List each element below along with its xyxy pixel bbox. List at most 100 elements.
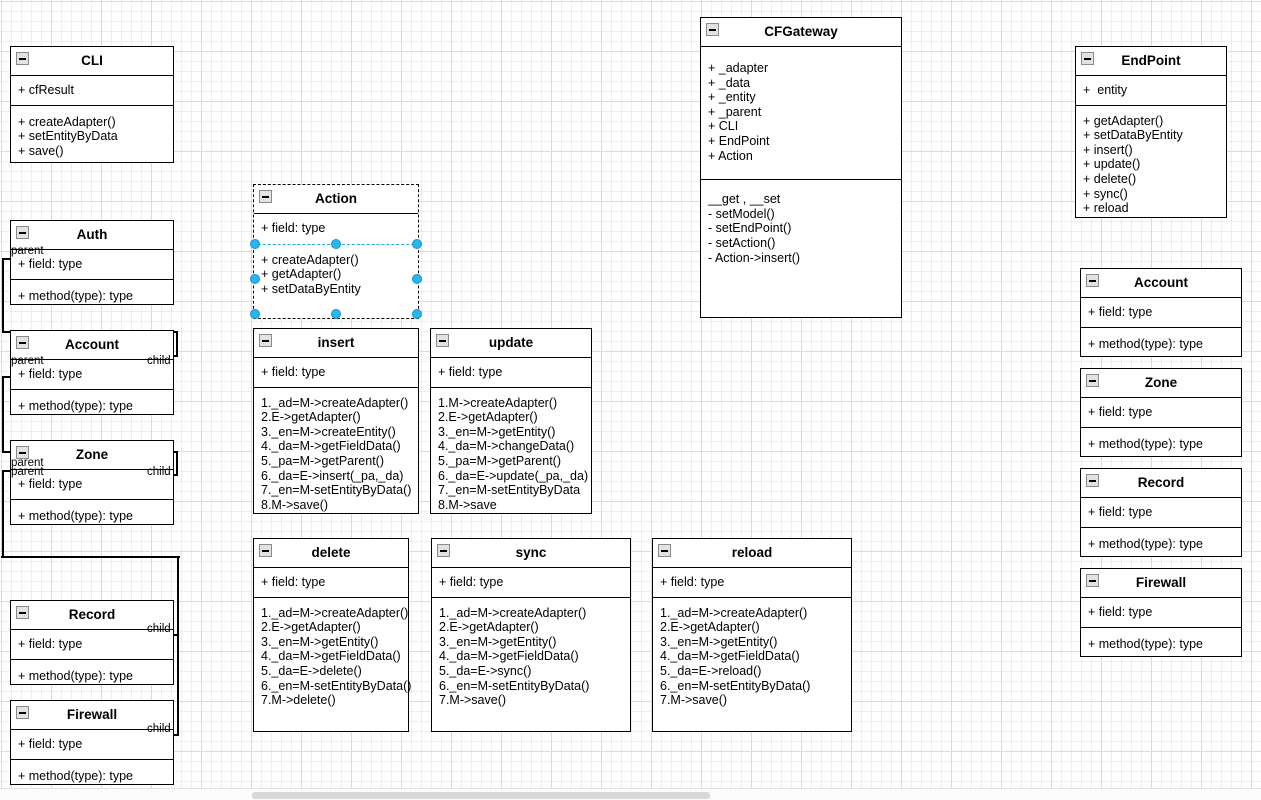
collapse-minus-icon[interactable]	[16, 336, 29, 349]
collapse-minus-icon[interactable]	[1086, 574, 1099, 587]
class-box-record-left[interactable]: Record + field: type + method(type): typ…	[10, 600, 174, 685]
class-box-firewall-right[interactable]: Firewall + field: type + method(type): t…	[1080, 568, 1242, 657]
operation-row: 4._da=M->changeData()	[438, 439, 575, 454]
operation-row: + sync()	[1083, 186, 1128, 201]
operation-row: 1.M->createAdapter()	[438, 395, 558, 410]
collapse-minus-icon[interactable]	[259, 334, 272, 347]
operation-row: + method(type): type	[18, 668, 133, 683]
class-box-account-left[interactable]: Account + field: type + method(type): ty…	[10, 330, 174, 415]
class-attributes-delete: + field: type	[254, 568, 408, 598]
class-attributes-auth: + field: type	[11, 250, 173, 280]
class-operations-record-right: + method(type): type	[1081, 528, 1241, 559]
operation-row: 4._da=M->getFieldData()	[660, 649, 800, 664]
class-box-insert[interactable]: insert + field: type 1._ad=M->createAdap…	[253, 328, 419, 514]
class-title: Zone	[75, 447, 109, 462]
class-box-delete[interactable]: delete + field: type 1._ad=M->createAdap…	[253, 538, 411, 732]
class-box-zone-right[interactable]: Zone + field: type + method(type): type	[1080, 368, 1242, 457]
operation-row: - setModel()	[708, 206, 775, 221]
selection-handle-bottom-left[interactable]	[250, 309, 260, 319]
operation-row: 6._da=E->insert(_pa,_da)	[261, 468, 404, 483]
collapse-minus-icon[interactable]	[16, 226, 29, 239]
collapse-minus-icon[interactable]	[706, 23, 719, 36]
operation-row: + getAdapter()	[261, 267, 342, 282]
operation-row: 1._ad=M->createAdapter()	[261, 395, 409, 410]
operation-row: 7._en=M-setEntityByData	[438, 483, 581, 498]
collapse-minus-icon[interactable]	[259, 190, 272, 203]
class-operations-auth: + method(type): type	[11, 280, 173, 311]
class-attributes-account-left: + field: type	[11, 360, 173, 390]
collapse-minus-icon[interactable]	[436, 334, 449, 347]
operation-row: 7.M->save()	[439, 693, 507, 708]
class-box-firewall-left[interactable]: Firewall + field: type + method(type): t…	[10, 700, 174, 785]
class-operations-cli: + createAdapter() + setEntityByData + sa…	[11, 106, 173, 166]
collapse-minus-icon[interactable]	[437, 544, 450, 557]
operation-row: + getAdapter()	[1083, 113, 1164, 128]
operation-row: 6._en=M-setEntityByData()	[439, 678, 590, 693]
horizontal-scrollbar-track[interactable]	[0, 788, 1261, 800]
operation-row: 3._en=M->getEntity()	[660, 634, 778, 649]
class-box-record-right[interactable]: Record + field: type + method(type): typ…	[1080, 468, 1242, 557]
class-attributes-firewall-right: + field: type	[1081, 598, 1241, 628]
class-header-delete: delete	[254, 539, 408, 568]
attribute-row: + field: type	[18, 737, 83, 751]
collapse-minus-icon[interactable]	[259, 544, 272, 557]
collapse-minus-icon[interactable]	[1081, 52, 1094, 65]
edge-label-record-child: child	[147, 623, 171, 635]
selection-handle-middle-right[interactable]	[412, 274, 422, 284]
class-operations-sync: 1._ad=M->createAdapter() 2.E->getAdapter…	[432, 598, 630, 731]
collapse-minus-icon[interactable]	[16, 52, 29, 65]
class-box-endpoint[interactable]: EndPoint + entity + getAdapter() + setDa…	[1075, 46, 1227, 218]
operation-row: 7.M->save()	[660, 693, 728, 708]
class-box-cfgateway[interactable]: CFGateway + _adapter + _data + _entity +…	[700, 17, 902, 318]
collapse-minus-icon[interactable]	[16, 606, 29, 619]
class-box-action[interactable]: Action + field: type + createAdapter() +…	[253, 184, 419, 319]
collapse-minus-icon[interactable]	[1086, 274, 1099, 287]
class-attributes-account-right: + field: type	[1081, 298, 1241, 328]
class-attributes-action: + field: type	[254, 214, 418, 244]
attribute-row: + field: type	[1088, 505, 1153, 519]
horizontal-scrollbar-thumb[interactable]	[252, 792, 710, 799]
selection-handle-middle-left[interactable]	[250, 274, 260, 284]
class-title: Firewall	[66, 707, 118, 722]
connector-zone-parent-vertical	[2, 470, 4, 558]
selection-handle-top-center[interactable]	[331, 239, 341, 249]
class-box-update[interactable]: update + field: type 1.M->createAdapter(…	[430, 328, 592, 514]
collapse-minus-icon[interactable]	[16, 706, 29, 719]
operation-row: 8.M->save	[438, 497, 497, 512]
attribute-row: + _parent	[708, 104, 762, 119]
collapse-minus-icon[interactable]	[16, 446, 29, 459]
operation-row: + reload	[1083, 201, 1129, 216]
class-box-sync[interactable]: sync + field: type 1._ad=M->createAdapte…	[431, 538, 631, 732]
attribute-row: + field: type	[261, 365, 326, 379]
selection-handle-bottom-right[interactable]	[412, 309, 422, 319]
selection-handle-top-left[interactable]	[250, 239, 260, 249]
class-operations-reload: 1._ad=M->createAdapter() 2.E->getAdapter…	[653, 598, 851, 731]
collapse-minus-icon[interactable]	[1086, 374, 1099, 387]
class-operations-zone-right: + method(type): type	[1081, 428, 1241, 459]
connector-account-parent-horizontal	[2, 376, 14, 378]
class-box-cli[interactable]: CLI + cfResult + createAdapter() + setEn…	[10, 46, 174, 163]
class-operations-delete: 1._ad=M->createAdapter() 2.E->getAdapter…	[254, 598, 411, 731]
class-attributes-record-right: + field: type	[1081, 498, 1241, 528]
collapse-minus-icon[interactable]	[1086, 474, 1099, 487]
class-box-zone-left[interactable]: Zone + field: type + method(type): type	[10, 440, 174, 525]
operation-row: + method(type): type	[1088, 536, 1203, 551]
class-title: delete	[311, 545, 351, 560]
class-header-zone-left: Zone	[11, 441, 173, 470]
class-operations-account-right: + method(type): type	[1081, 328, 1241, 359]
collapse-minus-icon[interactable]	[658, 544, 671, 557]
class-box-reload[interactable]: reload + field: type 1._ad=M->createAdap…	[652, 538, 852, 732]
operation-row: 8.M->save()	[261, 497, 329, 512]
selection-handle-top-right[interactable]	[412, 239, 422, 249]
class-title: sync	[515, 545, 547, 560]
class-operations-zone-left: + method(type): type	[11, 500, 173, 531]
class-attributes-zone-left: + field: type	[11, 470, 173, 500]
class-box-auth[interactable]: Auth + field: type + method(type): type	[10, 220, 174, 305]
class-operations-update: 1.M->createAdapter() 2.E->getAdapter() 3…	[431, 388, 591, 520]
selection-handle-bottom-center[interactable]	[331, 309, 341, 319]
class-header-reload: reload	[653, 539, 851, 568]
class-box-account-right[interactable]: Account + field: type + method(type): ty…	[1080, 268, 1242, 357]
class-header-cli: CLI	[11, 47, 173, 76]
class-title: Account	[65, 337, 119, 352]
